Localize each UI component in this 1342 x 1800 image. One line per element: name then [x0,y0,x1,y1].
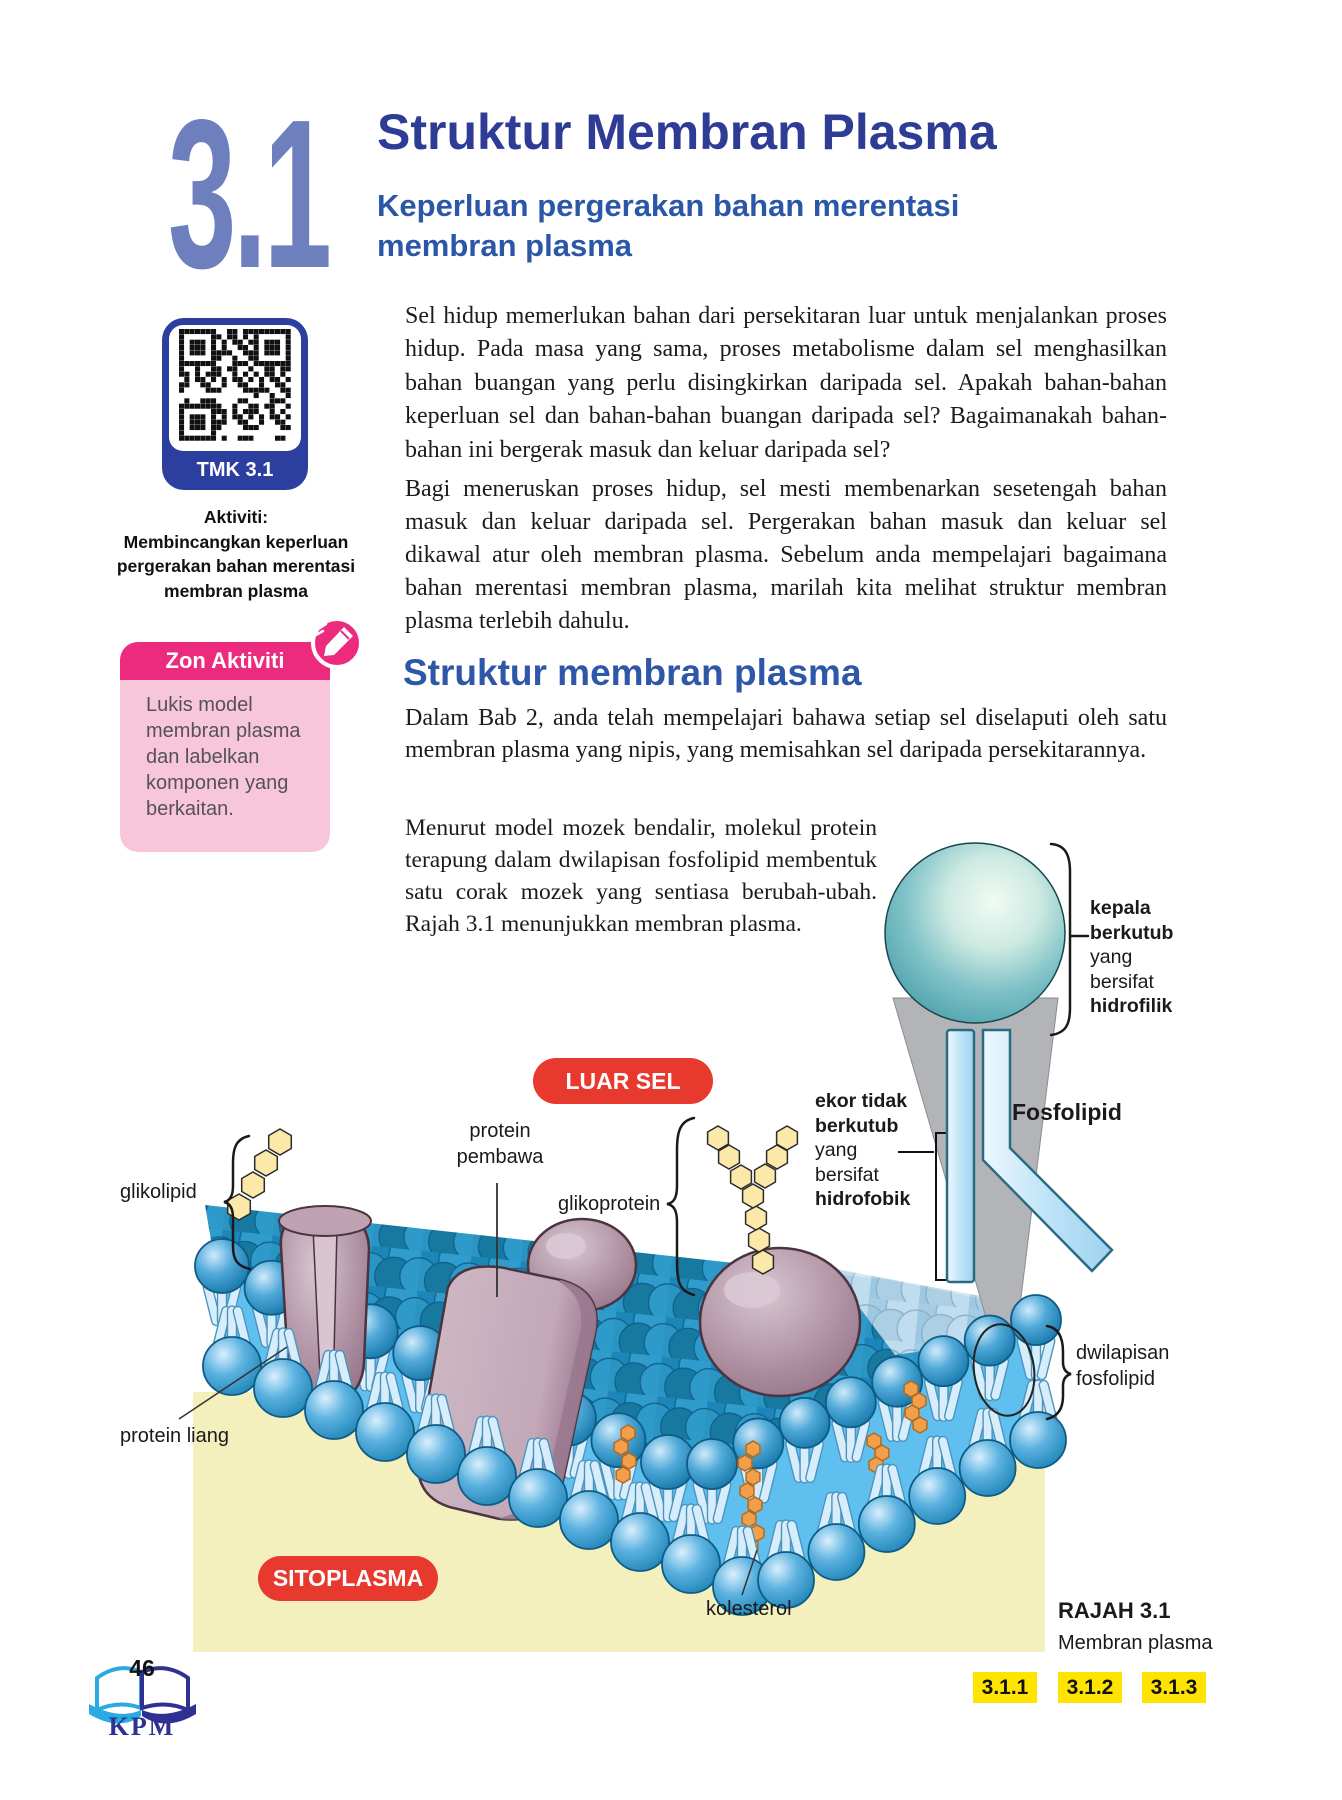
phospholipid-tail-right [981,1028,1114,1273]
cytoplasm-badge: SITOPLASMA [258,1556,438,1601]
section-number: 3.1 [168,75,332,312]
figure-caption-title: RAJAH 3.1 [1058,1598,1171,1623]
glikoprotein-brace [666,1116,696,1297]
dwilapisan-line2: fosfolipid [1076,1368,1155,1390]
qr-code-card: TMK 3.1 [162,318,308,490]
section-heading: Struktur membran plasma [403,652,862,693]
glycoprotein-sugar-chain [706,1125,799,1275]
outside-cell-badge: LUAR SEL [533,1058,713,1104]
pencil-icon [311,617,363,669]
nonpolar-tail-label: ekor tidak berkutub yang bersifat hidrof… [815,1089,910,1212]
kepala-line5: hidrofilik [1090,995,1173,1017]
activity-heading: Aktiviti: [203,507,269,527]
pembawa-line1: protein [469,1120,531,1142]
page-number: 46 [129,1655,155,1681]
page-subtitle: Keperluan pergerakan bahan merentasi mem… [377,188,960,263]
dwilapisan-brace [1045,1324,1072,1421]
standard-badge-2: 3.1.2 [1058,1672,1122,1703]
highlighted-phospholipid-outline [972,1323,1036,1417]
pore-protein-label: protein liang [120,1425,229,1447]
standard-badge-1: 3.1.1 [973,1672,1037,1703]
kepala-line3: yang [1090,946,1133,968]
kpm-logo-text: KPM [108,1712,176,1741]
carrier-protein-label: protein pembawa [440,1118,560,1170]
kpm-book-icon [89,1666,196,1724]
ekor-line5: hidrofobik [815,1188,911,1210]
pore-protein [278,1205,372,1405]
page-title: Struktur Membran Plasma [377,104,997,160]
ekor-line2: berkutub [815,1114,899,1137]
kepala-line1: kepala [1090,897,1151,919]
ekor-line3: yang [815,1139,858,1161]
pembawa-line2: pembawa [456,1146,544,1168]
glycoprotein-label: glikoprotein [558,1193,661,1215]
zone-aktiviti-text: Lukis model membran plasma dan labelkan … [120,680,330,852]
figure-caption-text: Membran plasma [1058,1632,1213,1654]
standard-badge-3: 3.1.3 [1142,1672,1206,1703]
zone-aktiviti-title: Zon Aktiviti [120,642,330,680]
qr-code-background [169,325,301,451]
glycoprotein-dome-large [698,1246,862,1398]
bilayer-label: dwilapisan fosfolipid [1076,1340,1169,1392]
activity-text: Membincangkan keperluan pergerakan bahan… [116,531,356,601]
section-paragraph-2: Menurut model mozek bendalir, molekul pr… [405,815,877,937]
kepala-line2: berkutub [1090,921,1174,944]
ekor-bracket [935,1132,949,1281]
intro-paragraph-2: Bagi meneruskan proses hidup, sel mesti … [405,476,1167,634]
cholesterol-label: kolesterol [706,1598,792,1620]
ekor-line1: ekor tidak [815,1090,908,1112]
zone-aktiviti-box: Zon Aktiviti Lukis model membran plasma … [120,617,363,852]
kepala-line4: bersifat [1090,970,1154,993]
polar-head-label: kepala berkutub yang bersifat hidrofilik [1090,896,1173,1019]
glycolipid-label: glikolipid [120,1181,197,1203]
glycolipid-sugar-chain [226,1128,293,1221]
dwilapisan-line1: dwilapisan [1076,1342,1170,1364]
phospholipid-label: Fosfolipid [1012,1099,1122,1125]
phospholipid-bottom-layer [202,1305,1067,1616]
kepala-bracket [1049,842,1090,1037]
phospholipid-inset [884,842,1114,1284]
qr-caption: TMK 3.1 [196,459,274,481]
liang-pointer-line [178,1346,288,1420]
glikolipid-brace [223,1134,252,1271]
qr-code-icon [179,329,291,441]
ekor-line4: bersifat [815,1163,879,1186]
phospholipid-head-sphere [884,842,1066,1024]
phospholipid-tail-left [945,1028,976,1284]
section-paragraph-1: Dalam Bab 2, anda telah mempelajari baha… [405,705,1167,763]
intro-paragraph-1: Sel hidup memerlukan bahan dari persekit… [405,303,1167,463]
kolesterol-pointer-line [741,1549,758,1596]
activity-note: Aktiviti: Membincangkan keperluan perger… [105,505,367,603]
